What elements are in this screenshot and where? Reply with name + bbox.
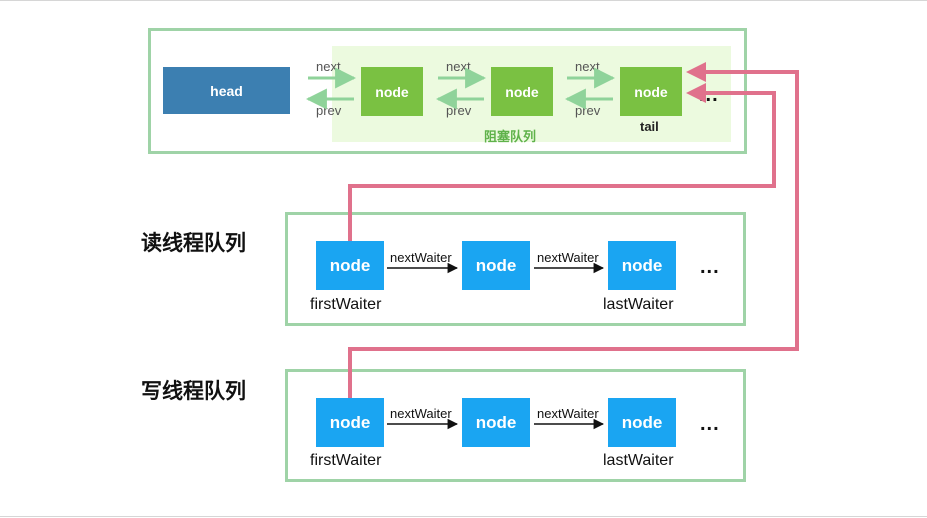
- node-label: node: [329, 255, 371, 275]
- node-label: node: [505, 83, 539, 100]
- node-label: node: [621, 412, 663, 432]
- tail-label: tail: [640, 119, 659, 134]
- write-queue-pointer: [348, 62, 799, 398]
- write-middle-node: node: [462, 398, 530, 447]
- read-first-node: node: [316, 241, 384, 290]
- read-queue-pointer: [348, 83, 776, 241]
- bottom-border-line: [0, 516, 927, 517]
- read-middle-node: node: [462, 241, 530, 290]
- blocking-queue-label: 阻塞队列: [484, 129, 537, 144]
- write-last-waiter-label: lastWaiter: [603, 452, 674, 469]
- next-label-2: next: [446, 59, 471, 74]
- node-label: node: [634, 83, 668, 100]
- read-queue-title: 读线程队列: [141, 232, 246, 255]
- top-border-line: [0, 0, 927, 1]
- read-last-waiter-label: lastWaiter: [603, 296, 674, 313]
- node-label: node: [475, 412, 517, 432]
- write-ellipsis: ...: [700, 413, 720, 435]
- write-last-node: node: [608, 398, 676, 447]
- write-queue-title: 写线程队列: [141, 380, 246, 403]
- next-label-1: next: [316, 59, 341, 74]
- blocking-node-tail: node: [620, 67, 682, 116]
- blocking-node-2: node: [491, 67, 553, 116]
- node-label: node: [329, 412, 371, 432]
- write-first-waiter-label: firstWaiter: [310, 452, 382, 469]
- read-ellipsis: ...: [700, 256, 720, 278]
- read-last-node: node: [608, 241, 676, 290]
- read-first-waiter-label: firstWaiter: [310, 296, 382, 313]
- write-next-waiter-label-1: nextWaiter: [390, 406, 452, 421]
- read-next-waiter-label-1: nextWaiter: [390, 250, 452, 265]
- head-node-label: head: [210, 82, 243, 99]
- head-node: head: [163, 67, 290, 114]
- write-next-waiter-label-2: nextWaiter: [537, 406, 599, 421]
- read-next-waiter-label-2: nextWaiter: [537, 250, 599, 265]
- write-first-node: node: [316, 398, 384, 447]
- blocking-node-1: node: [361, 67, 423, 116]
- node-label: node: [475, 255, 517, 275]
- node-label: node: [375, 83, 409, 100]
- node-label: node: [621, 255, 663, 275]
- next-label-3: next: [575, 59, 600, 74]
